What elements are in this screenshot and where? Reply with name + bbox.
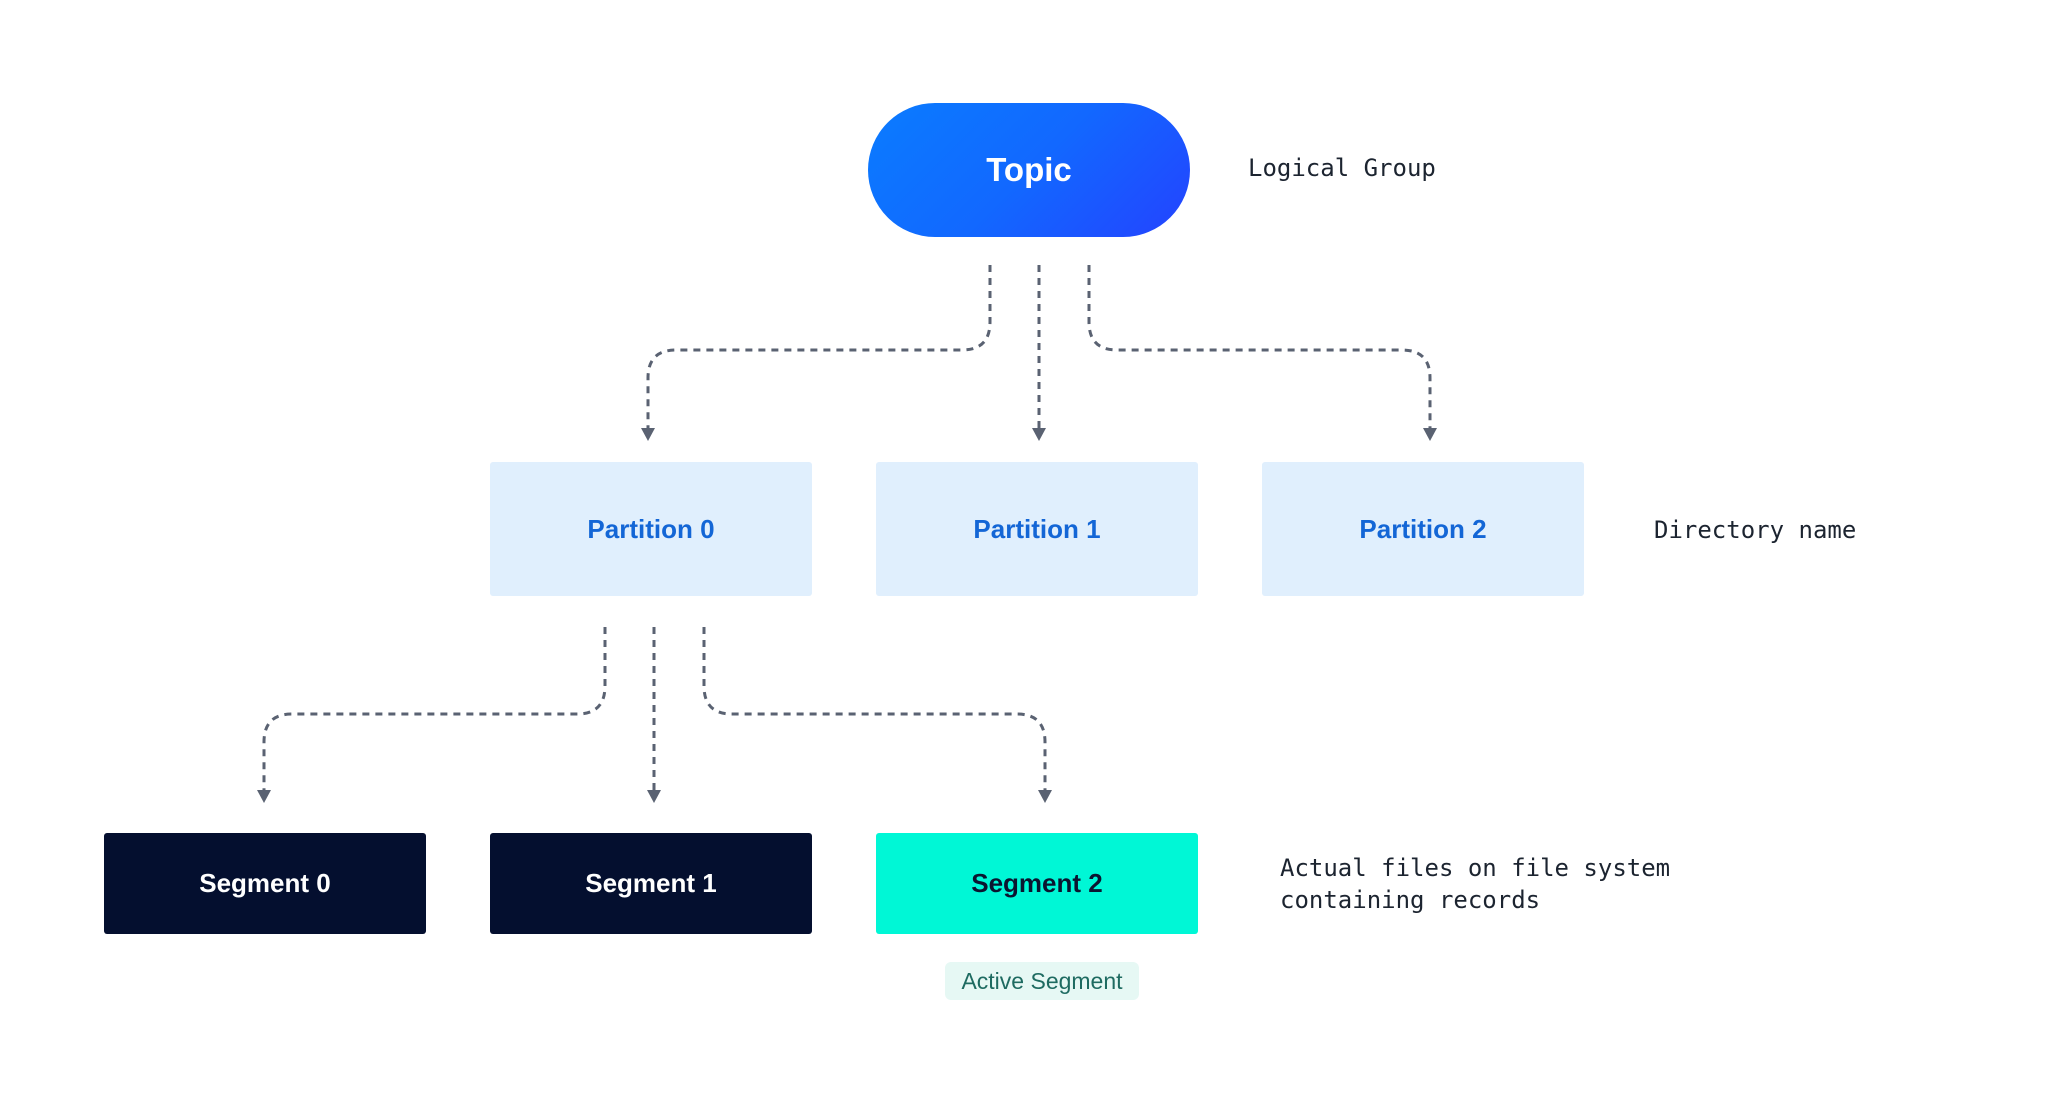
segment-label: Segment 2	[971, 868, 1103, 898]
arrowhead-icon	[641, 428, 655, 441]
segment-label: Segment 0	[199, 868, 331, 898]
active-segment-tag: Active Segment	[945, 962, 1139, 1000]
segment-node: Segment 1	[490, 833, 812, 934]
topic-node: Topic	[868, 103, 1190, 237]
connector-partition-segment-0	[262, 627, 607, 792]
active-segment-node: Segment 2	[876, 833, 1198, 934]
arrowhead-icon	[1038, 790, 1052, 803]
partition-node: Partition 0	[490, 462, 812, 596]
arrowhead-icon	[1423, 428, 1437, 441]
segment-annotation-line: Actual files on file system	[1280, 854, 1671, 882]
connector-topic-partition-0	[646, 265, 992, 430]
active-segment-tag-label: Active Segment	[961, 967, 1123, 994]
connector-partition-segment-2	[702, 627, 1047, 792]
partition-annotation: Directory name	[1654, 516, 1857, 544]
arrowhead-icon	[257, 790, 271, 803]
segment-annotation-line: containing records	[1280, 886, 1541, 914]
arrowhead-icon	[1032, 428, 1046, 441]
segment-label: Segment 1	[585, 868, 717, 898]
topic-annotation: Logical Group	[1248, 154, 1436, 182]
segment-node: Segment 0	[104, 833, 426, 934]
partition-node: Partition 2	[1262, 462, 1584, 596]
partition-node: Partition 1	[876, 462, 1198, 596]
partition-label: Partition 1	[973, 513, 1101, 544]
arrowhead-icon	[647, 790, 661, 803]
segment-annotation: Actual files on file system containing r…	[1280, 852, 1670, 916]
connector-topic-partition-2	[1087, 265, 1432, 430]
topic-label: Topic	[986, 151, 1072, 188]
partition-label: Partition 2	[1359, 513, 1487, 544]
partition-label: Partition 0	[587, 513, 715, 544]
